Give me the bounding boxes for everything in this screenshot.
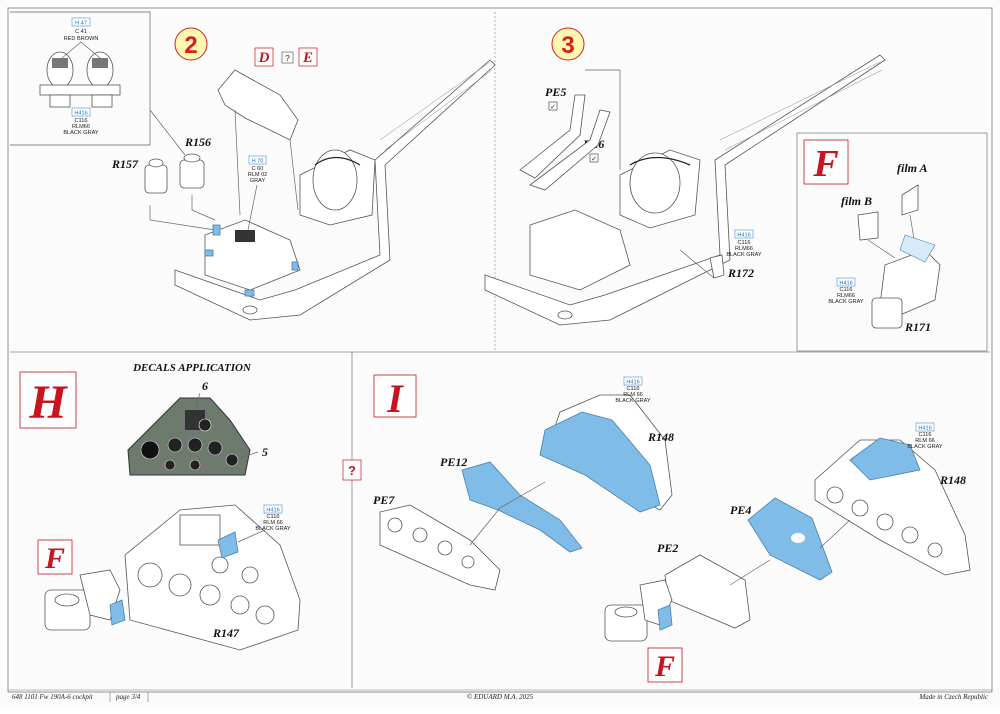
- footer-copyright: © EDUARD M.A. 2025: [467, 693, 534, 701]
- paint-h416-top-name: BLACK GRAY: [63, 130, 99, 136]
- film-a-piece: [901, 184, 919, 216]
- paint-h416-f-code: H416: [839, 281, 852, 287]
- paint-h416-step3-name: BLACK GRAY: [726, 252, 762, 258]
- svg-text:✓: ✓: [550, 104, 556, 111]
- decal-6: 6: [202, 379, 208, 393]
- f-i-letter: F: [654, 650, 675, 683]
- h-gunsight: [44, 569, 126, 631]
- part-pe7: PE7: [373, 493, 395, 507]
- inset-box: [10, 11, 186, 156]
- paint-h416-step3-rlm: RLM66: [735, 246, 753, 252]
- footer-code: 648 1101 Fw 190A-6 cockpit: [12, 693, 94, 701]
- pe12-part: [461, 461, 583, 553]
- paint-h70-c: C 60: [252, 166, 264, 172]
- paint-h416-i2-rlm: RLM 66: [915, 438, 935, 444]
- pe7-panel: [379, 504, 501, 591]
- paint-h416-top-code: H416: [74, 111, 87, 117]
- paint-h416-i2-c: C116: [919, 432, 932, 438]
- part-pe4: PE4: [730, 503, 751, 517]
- question-mid: ?: [348, 463, 356, 478]
- paint-h416-i1-c: C116: [627, 386, 640, 392]
- pe4-part: [747, 497, 833, 581]
- paint-h416-i1-code: H416: [626, 380, 639, 386]
- f-top-letter: F: [812, 143, 838, 185]
- paint-h416-h-name: BLACK GRAY: [255, 526, 291, 532]
- paint-h416-i2-name: BLACK GRAY: [907, 444, 943, 450]
- step-2-number: 2: [184, 32, 197, 59]
- decal-5: 5: [262, 445, 268, 459]
- sheet-border: [7, 7, 993, 693]
- paint-h416-h-c: C116: [267, 514, 280, 520]
- part-r171: R171: [904, 320, 931, 334]
- part-r148a: R148: [647, 430, 674, 444]
- i-gunsight: [604, 579, 673, 642]
- paint-h416-f-name: BLACK GRAY: [828, 299, 864, 305]
- paint-h47-name: RED BROWN: [64, 36, 99, 42]
- step2-panel-piece: [217, 69, 299, 141]
- option-e: E: [302, 50, 313, 66]
- r148-upper: [539, 394, 673, 513]
- part-pe2: PE2: [657, 541, 678, 555]
- paint-h47-code: H 47: [75, 21, 87, 27]
- paint-h416-top-rlm: RLM66: [72, 124, 90, 130]
- part-pe12: PE12: [440, 455, 467, 469]
- part-r148b: R148: [939, 473, 966, 487]
- r171-gunsight: [871, 234, 941, 329]
- r147-panel: [124, 504, 301, 651]
- footer-page: page 3/4: [115, 693, 141, 701]
- h-letter: H: [28, 376, 68, 429]
- paint-h416-i1-rlm: RLM 66: [623, 392, 643, 398]
- i-letter: I: [386, 376, 404, 421]
- paint-h47-c: C 41: [75, 29, 87, 35]
- decals-title: DECALS APPLICATION: [132, 362, 252, 374]
- f-inset-box: [796, 132, 988, 352]
- step2-cockpit-tub: [174, 59, 496, 321]
- r148-lower: [814, 437, 971, 576]
- part-r156: R156: [184, 135, 211, 149]
- step3-cockpit-tub: [484, 54, 886, 326]
- seat-belts: [519, 94, 611, 191]
- option-d: D: [258, 50, 270, 66]
- part-r172: R172: [727, 266, 754, 280]
- pe2-part: [664, 554, 751, 629]
- paint-h416-i2-code: H416: [918, 426, 931, 432]
- step-3-number: 3: [561, 32, 574, 59]
- r156-part: [179, 153, 205, 189]
- paint-h416-step3-code: H416: [737, 233, 750, 239]
- part-pe5: PE5: [545, 85, 566, 99]
- paint-h416-step3-c: C116: [738, 240, 751, 246]
- part-film-b: film B: [841, 194, 872, 208]
- paint-h416-i1-name: BLACK GRAY: [615, 398, 651, 404]
- paint-h70-name: GRAY: [250, 178, 266, 184]
- f-h-letter: F: [44, 542, 65, 575]
- r157-part: [144, 158, 168, 194]
- paint-h70-code: H 70: [252, 159, 264, 165]
- film-b-piece: [857, 211, 879, 241]
- paint-h416-f-rlm: RLM66: [837, 293, 855, 299]
- r172-part: [709, 254, 725, 279]
- paint-h416-top-c: C116: [75, 118, 88, 124]
- paint-h416-h-code: H416: [266, 508, 279, 514]
- instrument-panel-decal: [127, 397, 251, 476]
- option-question: ?: [285, 54, 290, 63]
- paint-h416-h-rlm: RLM 66: [263, 520, 283, 526]
- svg-text:✓: ✓: [591, 156, 597, 163]
- part-film-a: film A: [897, 161, 928, 175]
- part-r157: R157: [111, 157, 139, 171]
- paint-h416-f-c: C116: [840, 287, 853, 293]
- part-r147: R147: [212, 626, 240, 640]
- paint-h70-rlm: RLM 02: [248, 172, 268, 178]
- footer-made: Made in Czech Republic: [918, 693, 989, 701]
